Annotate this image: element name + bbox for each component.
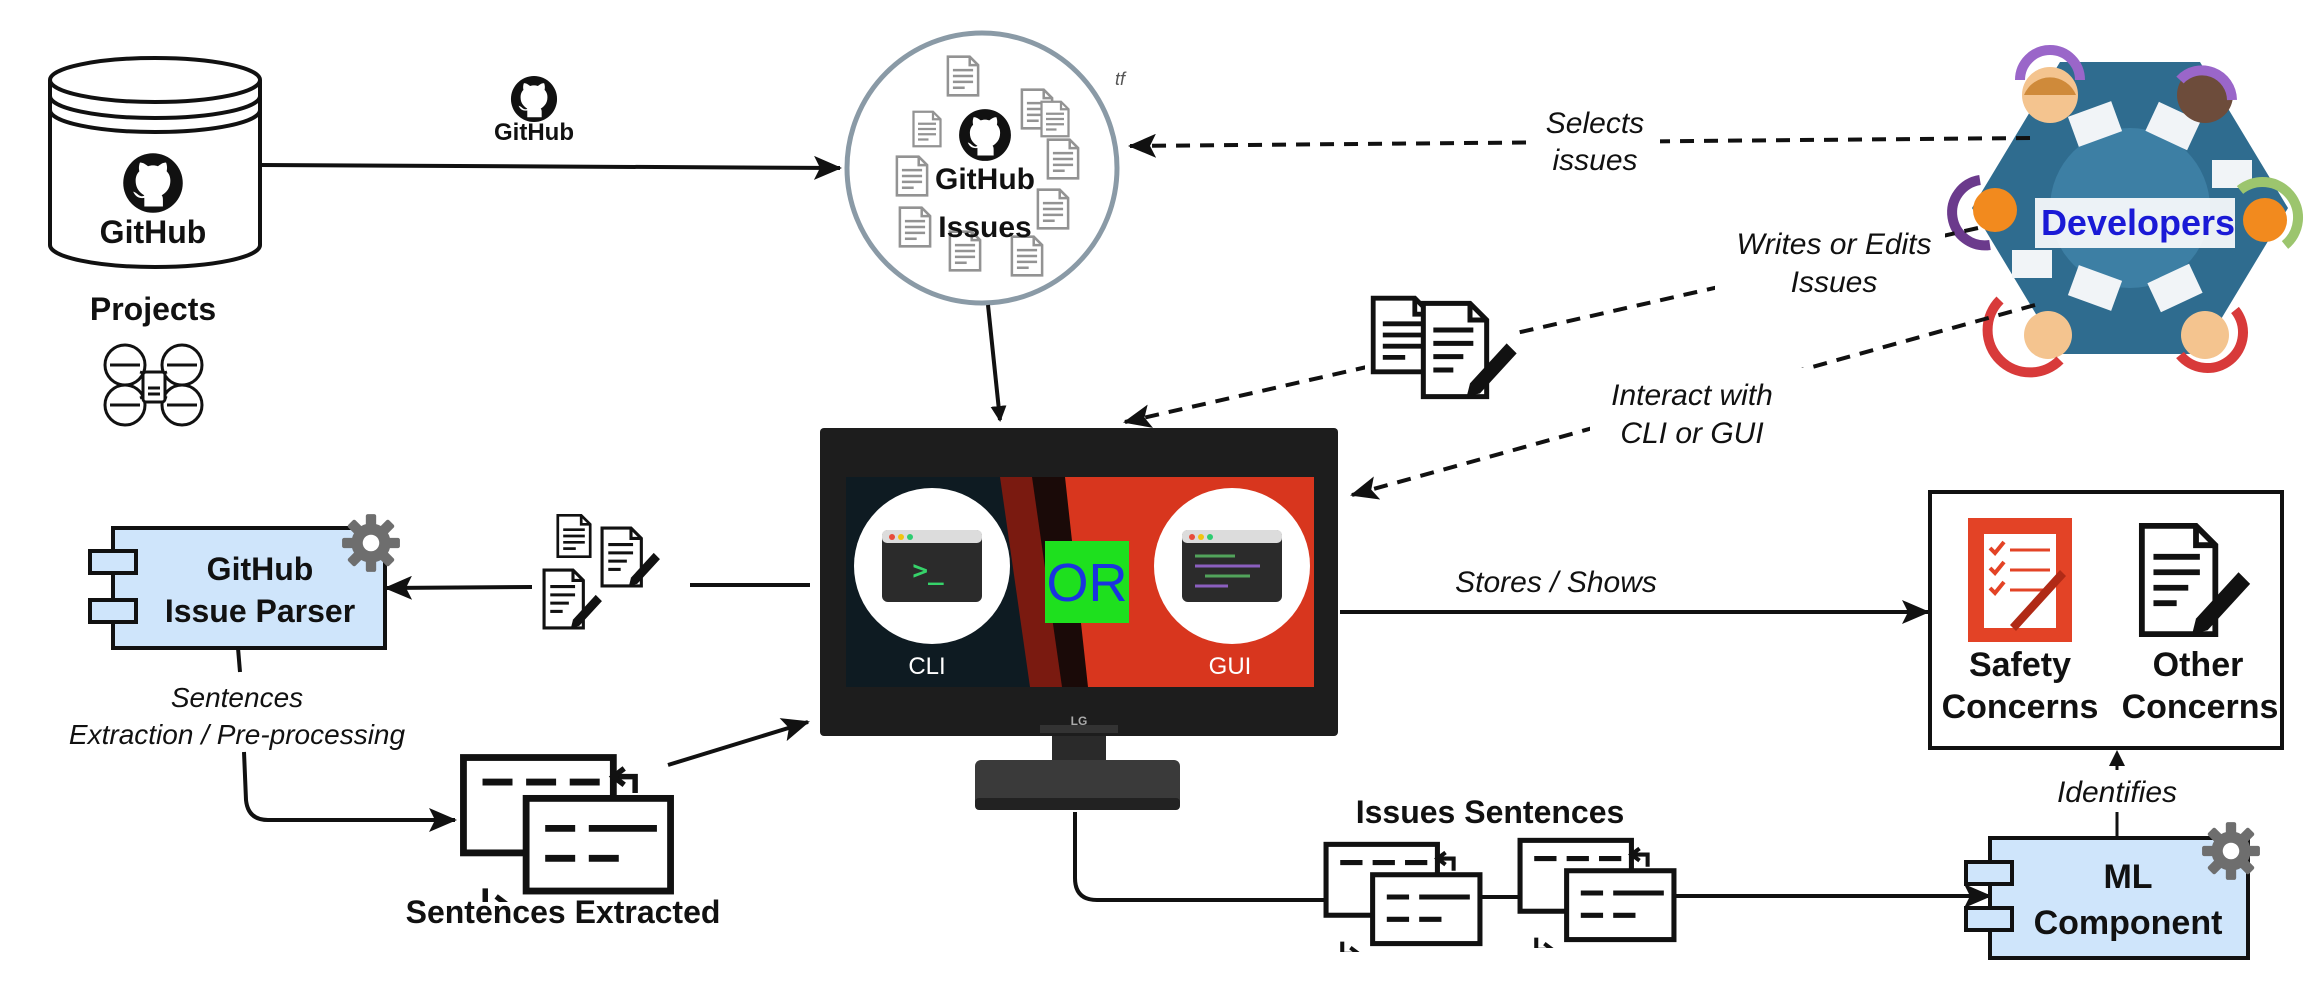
selects-label-line1: Selects: [1546, 107, 1644, 140]
extraction-label-line1: Sentences: [171, 682, 303, 713]
monitor-brand: LG: [1071, 714, 1088, 728]
other-concerns-line1: Other: [2153, 646, 2244, 684]
or-box: [1045, 541, 1129, 623]
parsed-doc-icon-2: [600, 526, 662, 588]
parser-gear-icon: [342, 514, 400, 572]
issues-logo-text: GitHub: [935, 163, 1035, 196]
interact-label-line2: CLI or GUI: [1620, 417, 1763, 450]
ml-label-line1: ML: [2103, 858, 2152, 896]
issues-to-monitor-arrow: [986, 304, 1007, 422]
cli-prompt-icon: >_: [912, 556, 944, 586]
gui-label: GUI: [1209, 653, 1252, 680]
other-concerns-line2: Concerns: [2122, 688, 2279, 726]
issues-circle: GitHub Issues tf: [844, 30, 1127, 306]
issues-sentences-icon-1: [1326, 844, 1480, 959]
safety-concerns-line1: Safety: [1969, 646, 2071, 684]
concerns-box: Safety Concerns Other Concerns: [1928, 490, 2284, 750]
monitor-to-issues-sentences-line: [1073, 812, 1325, 902]
writes-label-line2: Issues: [1791, 266, 1878, 299]
sentences-to-monitor-arrow: [667, 718, 810, 767]
interact-label-line1: Interact with: [1611, 379, 1773, 412]
stores-shows-label: Stores / Shows: [1455, 566, 1657, 599]
issues-label: Issues: [938, 211, 1031, 244]
drone-icon: [103, 343, 204, 427]
extraction-label-line2: Extraction / Pre-processing: [69, 719, 406, 750]
or-label: OR: [1047, 553, 1128, 613]
identifies-label: Identifies: [2057, 776, 2177, 809]
projects-label: Projects: [90, 291, 216, 327]
gui-option[interactable]: GUI: [1154, 488, 1310, 680]
cli-label: CLI: [908, 653, 945, 680]
issues-small-mark: tf: [1115, 69, 1127, 89]
ml-gear-icon: [2202, 822, 2260, 880]
sentences-extracted-label: Sentences Extracted: [406, 894, 721, 930]
parser-label-line2: Issue Parser: [165, 593, 355, 629]
selects-issues-arrow: [1128, 133, 2031, 158]
ml-label-line2: Component: [2034, 904, 2223, 942]
github-arrow-label: GitHub: [494, 119, 574, 146]
github-projects-database: GitHub: [48, 56, 262, 269]
issues-github-logo-icon: [959, 109, 1011, 161]
safety-concerns-icon: [1968, 518, 2072, 642]
docs-to-parser-arrow: [384, 575, 533, 600]
sentences-extracted-icon: [463, 758, 670, 913]
projects-to-issues-arrow: [261, 155, 842, 180]
parsed-doc-icon-1: [556, 513, 592, 559]
github-arrow-icon: [510, 75, 558, 123]
github-issue-parser: GitHub Issue Parser: [88, 514, 400, 650]
ml-component: ML Component: [1964, 822, 2260, 960]
developers-label: Developers: [2041, 202, 2235, 243]
selects-label-line2: issues: [1552, 144, 1637, 177]
github-db-logo-text: GitHub: [100, 214, 207, 250]
safety-concerns-line2: Concerns: [1942, 688, 2099, 726]
parsed-doc-icon-3: [542, 568, 604, 630]
github-logo-icon: [123, 153, 183, 213]
writes-label-line1: Writes or Edits: [1736, 228, 1931, 261]
issues-sentences-label: Issues Sentences: [1356, 794, 1625, 830]
parser-label-line1: GitHub: [207, 551, 314, 587]
parser-to-sentences-arrow: [242, 751, 457, 832]
issues-sentences-icon-2: [1520, 840, 1674, 955]
cli-option[interactable]: >_ CLI: [854, 488, 1010, 680]
